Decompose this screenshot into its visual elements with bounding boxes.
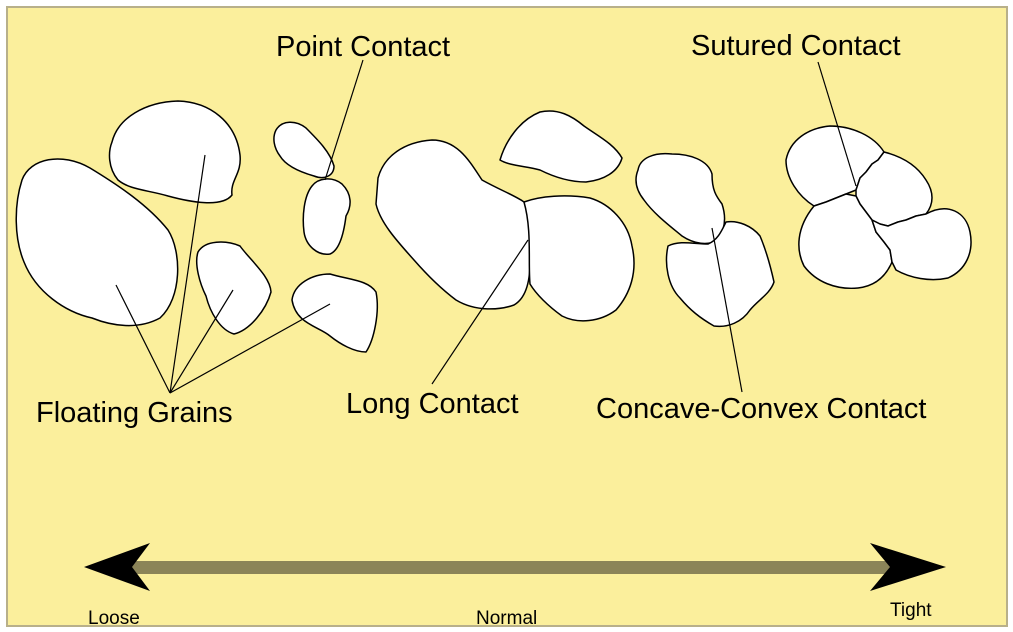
loose-label: Loose: [88, 608, 140, 629]
floating-grains-label: Floating Grains: [36, 397, 233, 429]
tight-label: Tight: [890, 600, 932, 621]
point-contact-label: Point Contact: [276, 31, 450, 63]
long-contact-label: Long Contact: [346, 388, 519, 420]
normal-label: Normal: [476, 608, 537, 629]
arrow-shaft: [120, 561, 900, 574]
concave-convex-contact-label: Concave-Convex Contact: [596, 393, 926, 425]
sutured-contact-label: Sutured Contact: [691, 30, 901, 62]
